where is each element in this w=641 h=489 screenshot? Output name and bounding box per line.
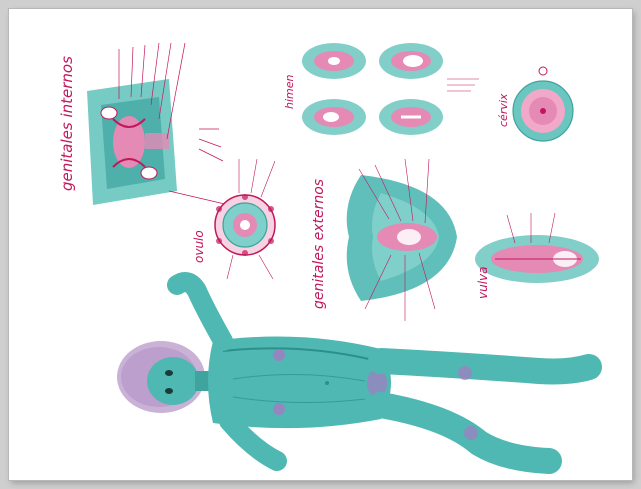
heading-ovulo: ovulo: [192, 230, 206, 263]
ovum-drawing: ovulo: [169, 159, 275, 279]
external-genitals-drawing: genitales externos: [311, 159, 457, 321]
heading-vulva: vulva: [476, 267, 490, 300]
heading-himen: himen: [283, 74, 296, 109]
anatomy-illustration: genitales internos: [9, 9, 632, 480]
internal-genitals-drawing: genitales internos: [58, 43, 223, 205]
heading-genitales-internos: genitales internos: [58, 56, 76, 191]
body-figure: [117, 282, 589, 461]
vulva-drawing: vulva: [475, 213, 599, 299]
heading-ceivix: cérvix: [497, 93, 510, 127]
heading-genitales-externos: genitales externos: [311, 179, 327, 309]
cervix-drawing: cérvix: [497, 67, 573, 141]
scanned-page: genitales internos: [9, 9, 632, 480]
hymen-drawings: himen: [283, 43, 479, 135]
